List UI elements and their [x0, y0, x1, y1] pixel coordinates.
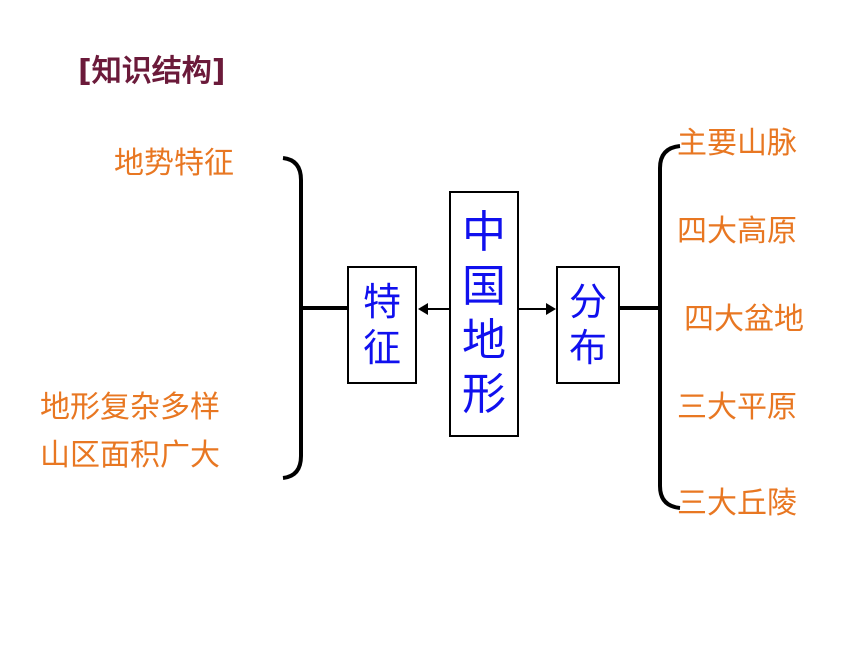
center-char: 形: [462, 369, 506, 420]
right-item-plains: 三大平原: [677, 390, 797, 425]
center-char: 中: [462, 207, 506, 258]
features-char: 特: [362, 280, 401, 324]
left-brace: [282, 156, 303, 480]
arrow-right-head: [546, 303, 556, 315]
mountain-area-label: 山区面积广大: [40, 438, 220, 473]
center-char: 国: [462, 261, 506, 312]
right-item-plateaus: 四大高原: [677, 214, 797, 249]
right-item-hills: 三大丘陵: [677, 486, 797, 521]
arrow-left-head: [418, 303, 428, 315]
features-char: 征: [362, 326, 401, 370]
distribution-char: 布: [568, 326, 607, 370]
china-terrain-box: 中 国 地 形: [449, 191, 519, 437]
distribution-char: 分: [568, 280, 607, 324]
right-item-basins: 四大盆地: [684, 302, 804, 337]
right-brace: [658, 144, 681, 510]
center-char: 地: [462, 315, 506, 366]
distribution-box: 分 布: [556, 266, 620, 384]
features-box: 特 征: [347, 266, 417, 384]
terrain-trend-label: 地势特征: [114, 146, 234, 181]
diverse-terrain-label: 地形复杂多样: [40, 390, 220, 425]
section-heading: [知识结构]: [78, 54, 226, 89]
right-item-mountains: 主要山脉: [677, 126, 797, 161]
